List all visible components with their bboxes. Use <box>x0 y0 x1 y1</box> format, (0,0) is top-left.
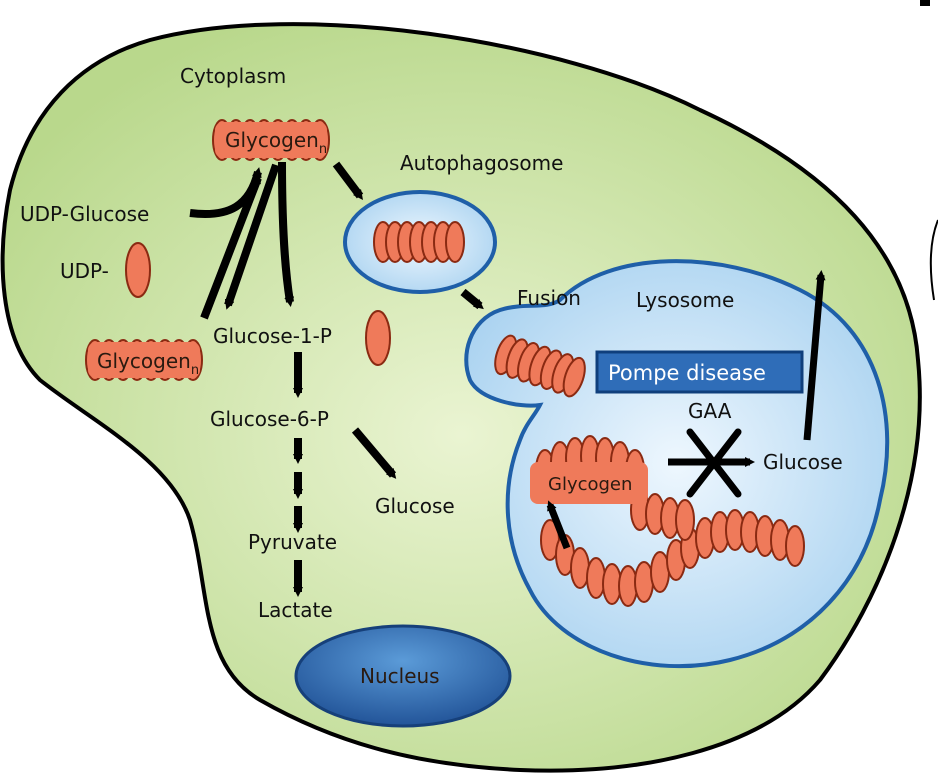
label-glucose-cytoplasm: Glucose <box>375 494 455 518</box>
label-autophagosome: Autophagosome <box>400 151 563 175</box>
pathway-arrows <box>189 161 826 597</box>
label-glucose-6-p: Glucose-6-P <box>210 407 329 431</box>
label-glycogen-left: Glycogen <box>97 349 191 373</box>
arrow-g6p-to-glucose <box>351 427 397 479</box>
label-udp-glucose: UDP-Glucose <box>20 202 149 226</box>
arrow-glycogen-to-g1p <box>278 161 295 307</box>
arrow-glycogen-to-autophagosome <box>332 161 364 200</box>
pompe-disease-box <box>595 350 804 394</box>
label-cytoplasm: Cytoplasm <box>180 64 286 88</box>
label-lysosome: Lysosome <box>636 288 734 312</box>
label-fusion: Fusion <box>517 286 581 310</box>
arrow-glycogen-left-up <box>200 173 262 320</box>
arrow-glycogen-accumulation <box>546 500 571 550</box>
label-glycogen-top-subscript: n <box>319 142 327 157</box>
label-udp: UDP- <box>60 259 109 283</box>
glycogen-unit-udp <box>125 242 151 298</box>
adjacent-cell-edge <box>929 219 938 301</box>
label-pompe-disease: Pompe disease <box>608 361 766 385</box>
arrow-glucose-exit <box>803 270 826 441</box>
label-glycogen-left-subscript: n <box>191 363 199 378</box>
label-glycogen-top-group: Glycogenn <box>225 128 327 157</box>
label-nucleus: Nucleus <box>360 664 440 688</box>
arrow-glycogen-down-left <box>224 163 280 310</box>
label-pyruvate: Pyruvate <box>248 530 337 554</box>
label-glycogen-top: Glycogen <box>225 128 319 152</box>
glycogen-stack-left <box>85 339 203 381</box>
glycogen-in-autophagosome <box>373 221 465 263</box>
arrow-autophagosome-to-fusion <box>460 288 484 310</box>
label-glucose-1-p: Glucose-1-P <box>213 324 332 348</box>
glycogen-unit-g1p <box>365 310 391 366</box>
nucleus <box>294 624 512 728</box>
glycogen-accumulation-lysosome <box>530 435 805 607</box>
label-gaa: GAA <box>688 399 732 423</box>
label-lactate: Lactate <box>258 598 333 622</box>
label-glycogen-lysosome: Glycogen <box>548 474 632 495</box>
gaa-blocked-x <box>686 428 742 498</box>
label-glucose-lysosome: Glucose <box>763 450 843 474</box>
glycogen-stack-top <box>212 119 330 161</box>
label-glycogen-left-group: Glycogenn <box>97 349 199 378</box>
corner-mark <box>920 0 930 6</box>
